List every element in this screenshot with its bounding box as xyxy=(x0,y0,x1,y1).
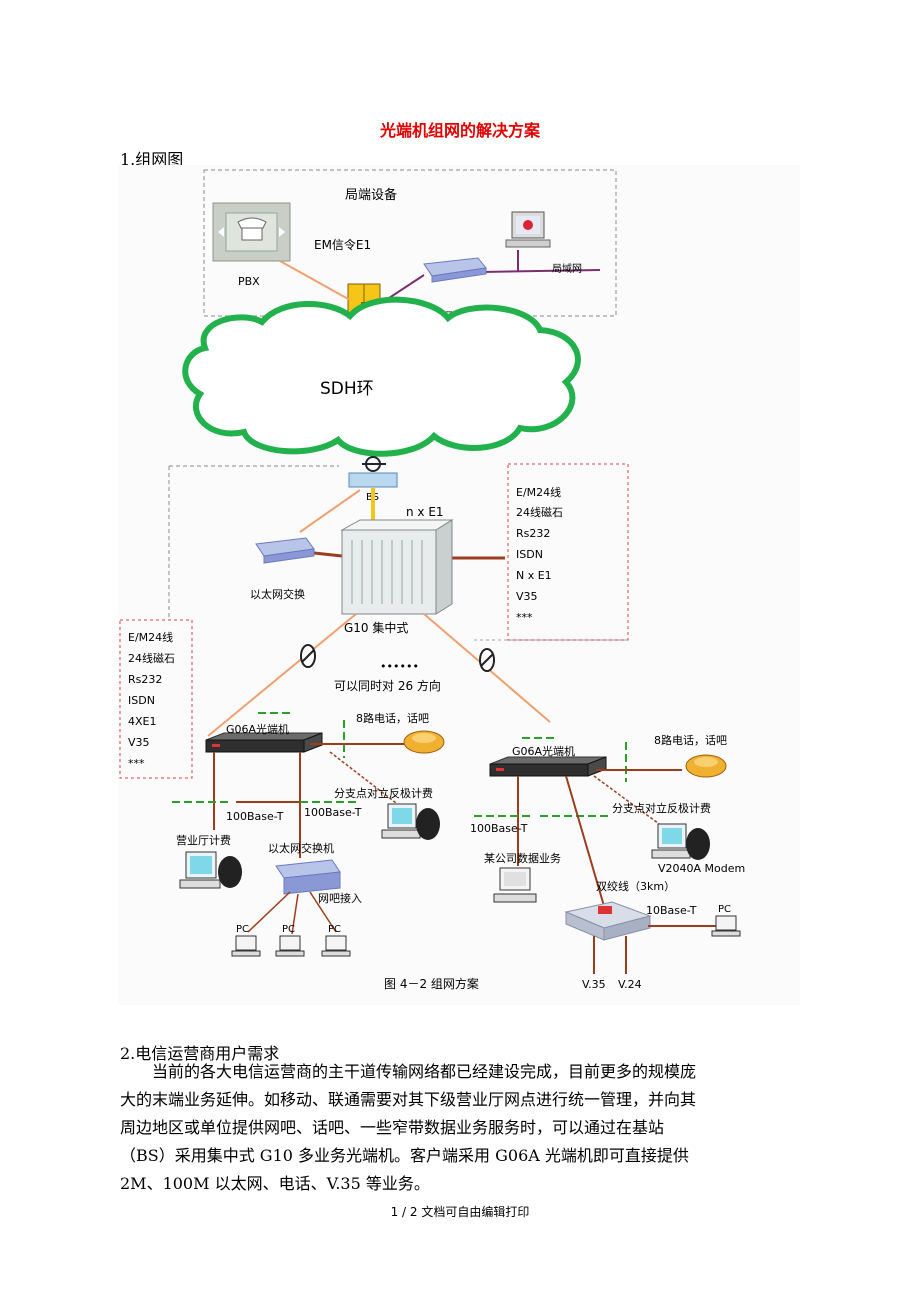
bs-device xyxy=(348,456,398,488)
page-footer: 1 / 2 文档可自由编辑打印 xyxy=(390,1205,530,1219)
ethernet-switch-bottom xyxy=(275,859,341,895)
base-10-label: 10Base-T xyxy=(646,904,697,917)
network-diagram: 局端设备 PBX EM信令E1 以太网交换 局域网 SDH环 xyxy=(118,165,800,1005)
left-list-item: ISDN xyxy=(128,694,155,707)
right-interface-list: E/M24线 24线磁石 Rs232 ISDN N x E1 V35 *** xyxy=(516,485,563,624)
left-list-item: Rs232 xyxy=(128,673,162,686)
fiber-coupler-left xyxy=(300,644,316,668)
right-list-item: *** xyxy=(516,611,533,624)
g06a-left-device xyxy=(205,732,323,753)
right-list-item: ISDN xyxy=(516,548,543,561)
base-t-left-b: 100Base-T xyxy=(304,806,362,819)
company-data-pc-icon xyxy=(493,867,537,903)
pbx-label: PBX xyxy=(238,275,260,288)
right-list-item: Rs232 xyxy=(516,527,550,540)
right-list-box xyxy=(507,463,629,641)
pc-top-icon xyxy=(505,211,551,248)
twisted-pair-label: 双绞线（3km） xyxy=(596,879,675,893)
left-list-item: E/M24线 xyxy=(128,630,173,644)
telephone-left-icon xyxy=(403,730,445,754)
right-list-item: V35 xyxy=(516,590,538,603)
base-t-right: 100Base-T xyxy=(470,822,528,835)
ethernet-switch-mid xyxy=(255,537,315,564)
g10-chassis xyxy=(340,519,454,615)
pc-right-label: PC xyxy=(718,904,731,915)
right-list-item: N x E1 xyxy=(516,569,552,582)
nxe1-label: n x E1 xyxy=(406,505,444,519)
company-data-label: 某公司数据业务 xyxy=(484,851,561,865)
billing-left-label: 分支点对立反极计费 xyxy=(334,786,433,800)
netbar-pc-3-icon xyxy=(321,935,351,957)
pbx-device xyxy=(212,202,291,262)
section2-heading: 2.电信运营商用户需求 xyxy=(120,1044,280,1063)
g06a-right-label: G06A光端机 xyxy=(512,744,575,758)
left-list-item: 4XE1 xyxy=(128,715,156,728)
sdh-ring-label: SDH环 xyxy=(320,379,374,399)
figure-caption: 图 4－2 组网方案 xyxy=(384,976,479,991)
pc-label-1: PC xyxy=(236,924,249,935)
directions-label: 可以同时对 26 方向 xyxy=(334,678,441,693)
paragraph-line: 当前的各大电信运营商的主干道传输网络都已经建设完成，目前更多的规模庞 xyxy=(120,1062,697,1081)
eth-switch-mid-label: 以太网交换 xyxy=(250,587,305,601)
modem-label: V2040A Modem xyxy=(658,862,745,875)
section1-heading: 1.组网图 xyxy=(120,150,184,169)
pc-label-2: PC xyxy=(282,924,295,935)
eth-switch-bottom-label: 以太网交换机 xyxy=(268,841,334,855)
v35-label: V.35 xyxy=(582,978,606,991)
paragraph-line: 周边地区或单位提供网吧、话吧、一些窄带数据业务服务时，可以通过在基站 xyxy=(120,1118,665,1137)
telephone-right-icon xyxy=(685,754,727,778)
office-equipment-label: 局端设备 xyxy=(345,187,397,203)
paragraph-line: （BS）采用集中式 G10 多业务光端机。客户端采用 G06A 光端机即可直接提… xyxy=(120,1146,689,1165)
phone-left-label: 8路电话，话吧 xyxy=(356,712,429,725)
hall-billing-label: 营业厅计费 xyxy=(176,833,231,847)
left-list-item: V35 xyxy=(128,736,150,749)
netbar-label: 网吧接入 xyxy=(318,892,362,905)
phone-right-label: 8路电话，话吧 xyxy=(654,734,727,747)
v2040a-modem-device xyxy=(564,901,652,941)
billing-left-pc-icon xyxy=(381,803,440,840)
left-list-box xyxy=(119,619,193,779)
left-list-item: *** xyxy=(128,757,145,770)
netbar-pc-2-icon xyxy=(275,935,305,957)
left-list-item: 24线磁石 xyxy=(128,651,175,665)
pc-label-3: PC xyxy=(328,924,341,935)
dots-label: •••••• xyxy=(380,660,419,673)
em-signal-label: EM信令E1 xyxy=(314,237,371,252)
g06a-right-device xyxy=(489,756,607,777)
g06a-left-label: G06A光端机 xyxy=(226,722,289,736)
fiber-coupler-right xyxy=(479,648,495,672)
base-t-left-a: 100Base-T xyxy=(226,810,284,823)
billing-right-label: 分支点对立反极计费 xyxy=(612,801,711,815)
modem-pc-icon xyxy=(651,823,710,860)
document-title: 光端机组网的解决方案 xyxy=(379,121,540,140)
hall-billing-pc-icon xyxy=(179,851,242,889)
left-interface-list: E/M24线 24线磁石 Rs232 ISDN 4XE1 V35 *** xyxy=(128,630,175,770)
lan-label: 局域网 xyxy=(552,262,582,275)
ethernet-switch-top xyxy=(423,257,487,283)
sdh-ring-cloud xyxy=(182,296,581,457)
body-paragraph: 当前的各大电信运营商的主干道传输网络都已经建设完成，目前更多的规模庞 大的末端业… xyxy=(120,1058,800,1198)
paragraph-line: 2M、100M 以太网、电话、V.35 等业务。 xyxy=(120,1174,430,1193)
netbar-pc-1-icon xyxy=(231,935,261,957)
pc-right-icon xyxy=(711,915,741,937)
right-list-item: 24线磁石 xyxy=(516,505,563,519)
paragraph-line: 大的末端业务延伸。如移动、联通需要对其下级营业厅网点进行统一管理，并向其 xyxy=(120,1090,697,1109)
right-list-item: E/M24线 xyxy=(516,485,561,499)
v24-label: V.24 xyxy=(618,978,642,991)
g10-label: G10 集中式 xyxy=(344,620,408,635)
